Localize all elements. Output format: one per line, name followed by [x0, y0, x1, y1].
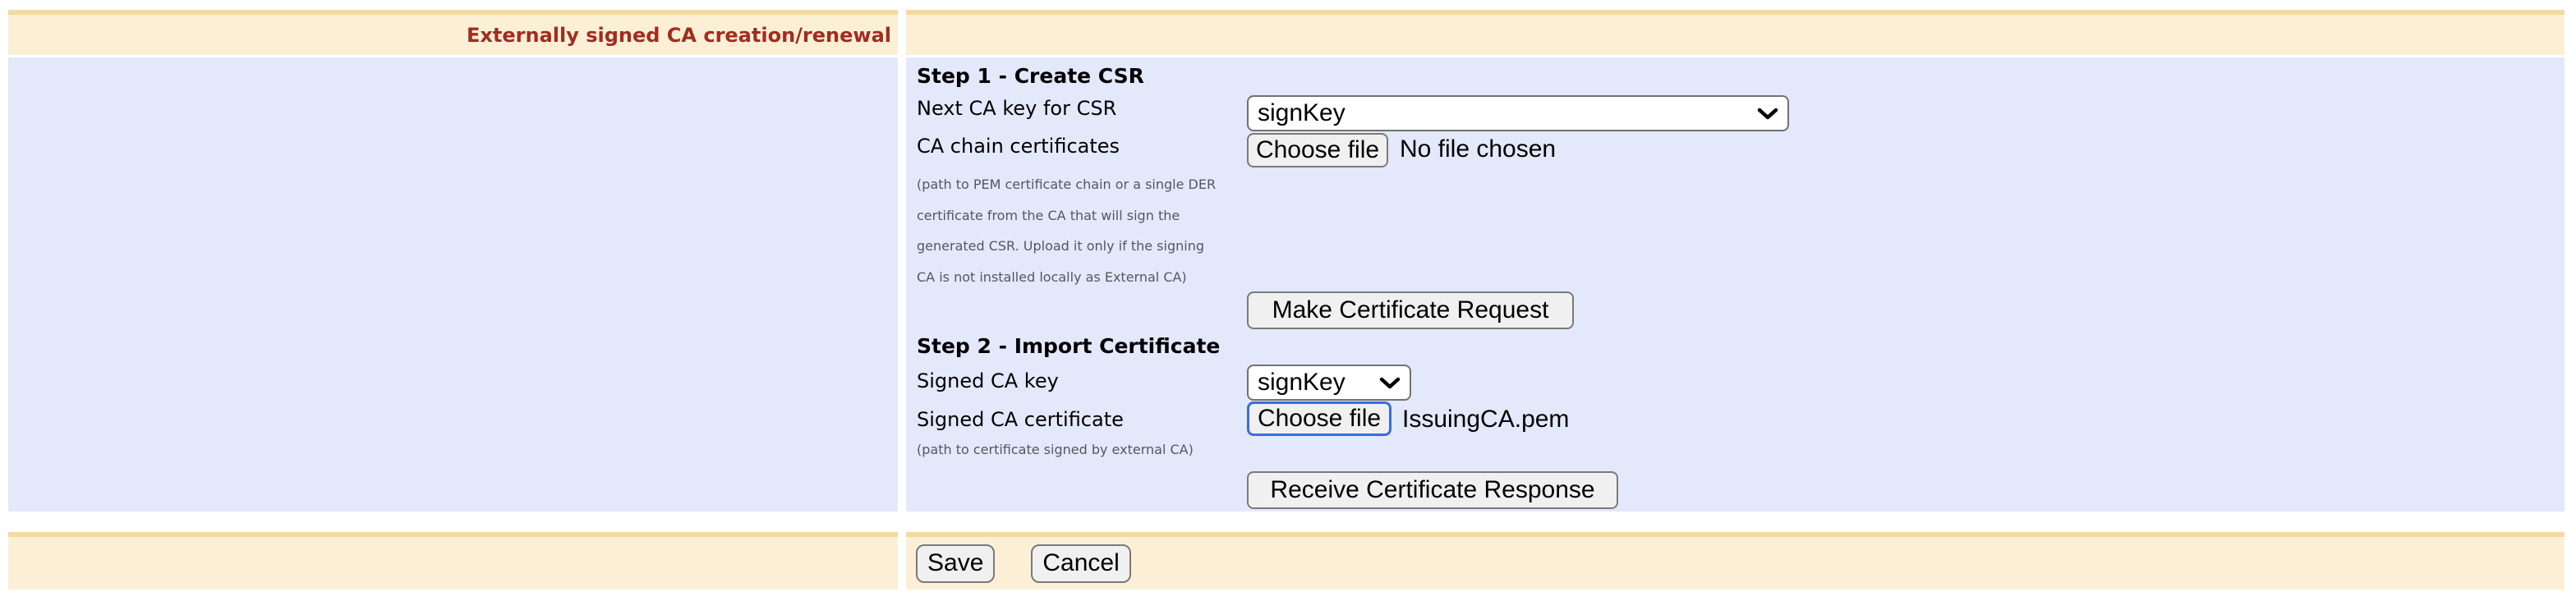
step1-heading: Step 1 - Create CSR: [917, 64, 1144, 88]
footer-bar-right: Save Cancel: [906, 532, 2564, 590]
next-ca-key-selected-value: signKey: [1258, 99, 1346, 126]
page-title: Externally signed CA creation/renewal: [467, 23, 891, 47]
help-line: generated CSR. Upload it only if the sig…: [917, 238, 1204, 254]
help-line: (path to PEM certificate chain or a sing…: [917, 177, 1217, 192]
chevron-down-icon: [1757, 108, 1778, 119]
help-line: certificate from the CA that will sign t…: [917, 207, 1180, 223]
header-bar-left: Externally signed CA creation/renewal: [8, 10, 898, 55]
signed-ca-key-label: Signed CA key: [917, 369, 1059, 392]
make-certificate-request-button[interactable]: Make Certificate Request: [1247, 291, 1574, 329]
ca-chain-choose-file-button[interactable]: Choose file: [1247, 133, 1388, 167]
ca-chain-help-text: (path to PEM certificate chain or a sing…: [917, 169, 1216, 292]
next-ca-key-select[interactable]: signKey: [1247, 95, 1789, 131]
next-ca-key-label: Next CA key for CSR: [917, 97, 1117, 120]
receive-certificate-response-button[interactable]: Receive Certificate Response: [1247, 471, 1618, 509]
left-panel: [8, 57, 898, 512]
chevron-down-icon: [1379, 377, 1401, 388]
signed-ca-certificate-help-text: (path to certificate signed by external …: [917, 442, 1194, 457]
signed-ca-key-selected-value: signKey: [1258, 369, 1346, 396]
help-line: CA is not installed locally as External …: [917, 268, 1187, 285]
ca-chain-label: CA chain certificates: [917, 135, 1120, 158]
signed-ca-key-select[interactable]: signKey: [1247, 365, 1411, 401]
form-panel: Step 1 - Create CSR Next CA key for CSR …: [906, 57, 2564, 512]
signed-ca-certificate-choose-file-button[interactable]: Choose file: [1247, 401, 1392, 436]
step2-heading: Step 2 - Import Certificate: [917, 334, 1221, 358]
signed-ca-certificate-filename: IssuingCA.pem: [1402, 406, 1570, 433]
footer-bar-left: [8, 532, 898, 590]
cancel-button[interactable]: Cancel: [1031, 544, 1131, 583]
ca-chain-file-status: No file chosen: [1400, 135, 1557, 163]
signed-ca-certificate-label: Signed CA certificate: [917, 408, 1124, 431]
header-bar-right: [906, 10, 2564, 55]
save-button[interactable]: Save: [916, 544, 996, 583]
